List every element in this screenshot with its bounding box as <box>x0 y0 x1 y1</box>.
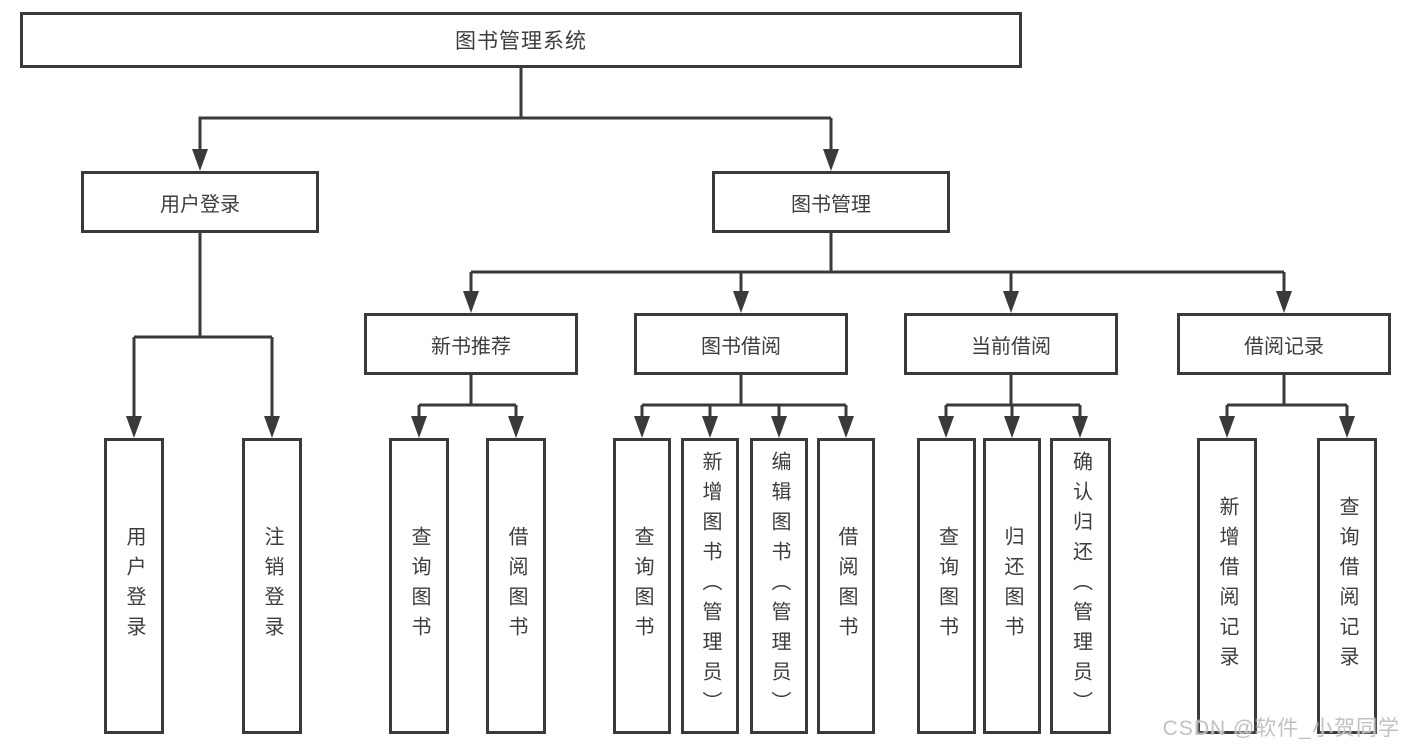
arrowhead <box>264 416 280 438</box>
leaf-current-confirm: 确认归还（管理员） <box>1050 438 1111 734</box>
connector-book-mgmt-to-groups <box>469 233 1286 294</box>
arrowhead <box>126 416 142 438</box>
leaf-borrow-edit-label: 编辑图书（管理员） <box>768 451 790 721</box>
node-new-books: 新书推荐 <box>364 313 578 375</box>
connector-current-borrow-to-leaves <box>944 375 1082 419</box>
leaf-records-add: 新增借阅记录 <box>1197 438 1257 734</box>
arrowhead <box>508 416 524 438</box>
leaf-current-return-label: 归还图书 <box>1001 526 1023 646</box>
leaf-borrow-add-label: 新增图书（管理员） <box>699 451 721 721</box>
arrowhead <box>411 416 427 438</box>
node-user-login-branch: 用户登录 <box>81 171 319 233</box>
arrowhead <box>733 291 749 313</box>
leaf-logout-label: 注销登录 <box>261 526 283 646</box>
arrowhead-layer <box>126 149 1355 438</box>
leaf-newbooks-query-label: 查询图书 <box>408 526 430 646</box>
leaf-current-confirm-label: 确认归还（管理员） <box>1069 451 1092 721</box>
node-new-books-label: 新书推荐 <box>431 335 511 358</box>
node-current-borrow-label: 当前借阅 <box>971 335 1051 358</box>
connector-user-login-to-leaves <box>132 233 274 419</box>
arrowhead <box>1004 416 1020 438</box>
node-root: 图书管理系统 <box>20 12 1022 68</box>
leaf-user-login-label: 用户登录 <box>123 526 145 646</box>
leaf-newbooks-borrow: 借阅图书 <box>486 438 546 734</box>
csdn-watermark: CSDN @软件_小贺同学 <box>1162 717 1400 740</box>
node-root-label: 图书管理系统 <box>455 30 587 53</box>
node-book-mgmt-branch: 图书管理 <box>712 171 950 233</box>
node-user-login-branch-label: 用户登录 <box>160 193 240 216</box>
node-current-borrow: 当前借阅 <box>904 313 1118 375</box>
node-book-mgmt-branch-label: 图书管理 <box>791 193 871 216</box>
arrowhead <box>938 416 954 438</box>
connector-borrow-records-to-leaves <box>1225 375 1349 419</box>
leaf-borrow-edit: 编辑图书（管理员） <box>750 438 808 734</box>
arrowhead <box>463 291 479 313</box>
arrowhead <box>1219 416 1235 438</box>
leaf-borrow-query-label: 查询图书 <box>631 526 653 646</box>
arrowhead <box>634 416 650 438</box>
connector-root-to-level2 <box>198 68 833 152</box>
arrowhead <box>1072 416 1088 438</box>
leaf-borrow-book: 借阅图书 <box>817 438 875 734</box>
leaf-newbooks-borrow-label: 借阅图书 <box>505 526 527 646</box>
leaf-records-query: 查询借阅记录 <box>1317 438 1377 734</box>
arrowhead <box>771 416 787 438</box>
leaf-borrow-add: 新增图书（管理员） <box>681 438 739 734</box>
leaf-logout: 注销登录 <box>242 438 302 734</box>
leaf-records-add-label: 新增借阅记录 <box>1216 496 1238 676</box>
connector-new-books-to-leaves <box>417 375 518 419</box>
leaf-user-login: 用户登录 <box>104 438 164 734</box>
leaf-borrow-book-label: 借阅图书 <box>835 526 857 646</box>
arrowhead <box>838 416 854 438</box>
leaf-records-query-label: 查询借阅记录 <box>1336 496 1358 676</box>
node-borrow-records: 借阅记录 <box>1177 313 1391 375</box>
arrowhead <box>1339 416 1355 438</box>
arrowhead <box>823 149 839 171</box>
arrowhead <box>1003 291 1019 313</box>
arrowhead <box>192 149 208 171</box>
node-borrow-records-label: 借阅记录 <box>1244 335 1324 358</box>
leaf-current-return: 归还图书 <box>983 438 1041 734</box>
arrowhead <box>1276 291 1292 313</box>
leaf-newbooks-query: 查询图书 <box>389 438 449 734</box>
connector-book-borrow-to-leaves <box>640 375 848 419</box>
arrowhead <box>702 416 718 438</box>
node-book-borrow-label: 图书借阅 <box>701 335 781 358</box>
leaf-current-query: 查询图书 <box>917 438 976 734</box>
node-book-borrow: 图书借阅 <box>634 313 848 375</box>
leaf-current-query-label: 查询图书 <box>935 526 958 646</box>
leaf-borrow-query: 查询图书 <box>613 438 671 734</box>
